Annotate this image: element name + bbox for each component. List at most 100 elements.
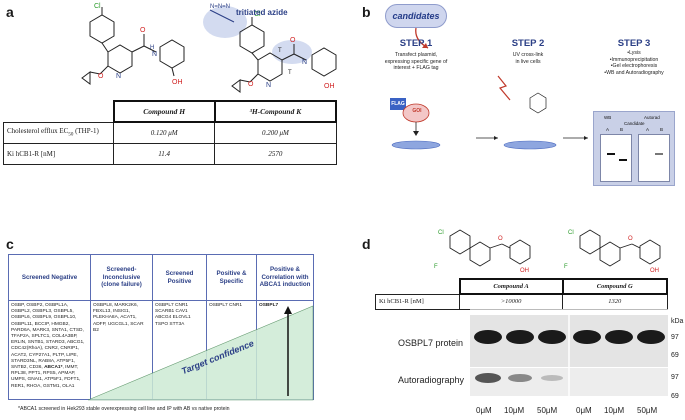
svg-text:H: H (150, 45, 154, 51)
conc-label: 50μM (537, 406, 558, 415)
panel-c-table: Screened Negative Screened-Inconclusive … (8, 254, 314, 400)
svg-text:O: O (140, 27, 146, 34)
svg-text:O: O (98, 73, 104, 80)
marker-69-bottom: 69 (671, 393, 679, 400)
col-header-inconclusive: Screened-Inconclusive (clone failure) (90, 254, 153, 301)
svg-text:O: O (290, 37, 296, 44)
table-d-row-label: Ki hCB1-R [nM] (375, 293, 460, 310)
gel-lane-b-autorad: B (660, 127, 664, 132)
panel-b-workflow (390, 28, 588, 150)
step1-title: STEP 1 (399, 38, 433, 49)
svg-text:OH: OH (520, 268, 529, 274)
candidates-pill: candidates (385, 4, 447, 28)
ki-value-h: 11.4 (112, 142, 216, 165)
panel-label-c: c (6, 236, 14, 252)
col-header-screened-positive: Screened Positive (152, 254, 207, 301)
gel-diagram: WB Autorad Candidate A B A B (593, 111, 675, 186)
marker-69-top: 69 (671, 352, 679, 359)
step2-description: UV cross-link in live cells (512, 52, 544, 65)
table-d-header-a: Compound A (458, 278, 564, 295)
col-cell-positive: OSBPL7 CNR1 SCARB1 CAV1 ABCG4 ELOVL1 TSP… (152, 300, 207, 400)
table-a-header-h: Compound H (112, 100, 216, 123)
svg-text:Cl: Cl (568, 230, 574, 236)
row-label-ki: Ki hCB1-R [nM] (3, 142, 114, 165)
autoradiography-blot (470, 368, 668, 396)
col-cell-inconclusive: OSBPL8, MARK2K6, FBXL13, INSIG1, PLEKHA8… (90, 300, 153, 400)
svg-text:N: N (266, 82, 271, 89)
step1-description: Transfect plasmid, expressing specific g… (384, 52, 448, 71)
conc-label: 10μM (604, 406, 625, 415)
step3-title: STEP 3 (617, 38, 651, 49)
table-a-corner (3, 101, 114, 123)
panel-c-footnote: *ABCA1 screened in Hek293 stable overexp… (18, 406, 230, 412)
conc-label: 50μM (637, 406, 658, 415)
conc-label: 10μM (504, 406, 525, 415)
panel-a-structures: Cl O N H N O OH Cl O N N O OH T T N=N=N (81, 3, 337, 93)
col-cell-negative: OSBP, OSBP2, OSBPL1A, OSBPL2, OSBPL3, OS… (8, 300, 91, 400)
conc-label: 0μM (476, 406, 492, 415)
svg-text:O: O (248, 81, 254, 88)
svg-text:T: T (278, 48, 282, 54)
ki-value-g: 1320 (562, 293, 668, 310)
panel-a-table: Compound H ³H-Compound K Cholesterol eff… (3, 100, 338, 165)
gel-candidate-label: Candidate (624, 121, 645, 126)
svg-text:T: T (288, 70, 292, 76)
col-header-positive-specific: Positive & Specific (206, 254, 257, 301)
conc-label: 0μM (576, 406, 592, 415)
panel-label-a: a (6, 4, 14, 20)
table-row: Ki hCB1-R [nM] 11.4 2570 (3, 142, 337, 165)
table-row: Cholesterol efflux EC50 (THP-1) 0.120 μM… (3, 121, 337, 144)
table-d-corner (376, 279, 460, 294)
gel-autorad-lane (638, 134, 670, 182)
svg-text:Cl: Cl (94, 3, 101, 10)
efflux-value-k: 0.200 μM (214, 121, 337, 144)
table-d-header-g: Compound G (561, 278, 669, 295)
svg-text:F: F (564, 264, 568, 270)
svg-text:N: N (152, 51, 157, 58)
gel-wb-lane (600, 134, 632, 182)
svg-text:N: N (302, 59, 307, 66)
step2-cell-plate (497, 75, 557, 150)
svg-text:O: O (498, 236, 503, 242)
marker-97-top: 97 (671, 334, 679, 341)
svg-text:OH: OH (324, 83, 335, 90)
svg-text:N=N=N: N=N=N (210, 4, 230, 10)
osbpl7-blot (470, 315, 668, 367)
ki-value-k: 2570 (214, 142, 337, 165)
ki-value-a: >10000 (458, 293, 564, 310)
svg-text:Cl: Cl (438, 230, 444, 236)
svg-text:OH: OH (172, 79, 183, 86)
efflux-value-h: 0.120 μM (112, 121, 216, 144)
kda-label: kDa (671, 318, 684, 325)
table-a-header-k: ³H-Compound K (213, 100, 338, 123)
panel-d-table: Compound A Compound G Ki hCB1-R [nM] >10… (375, 278, 669, 310)
svg-text:Cl: Cl (254, 11, 261, 18)
gel-lane-a-autorad: A (646, 127, 650, 132)
svg-text:OH: OH (650, 268, 659, 274)
gel-lane-b-wb: B (620, 127, 624, 132)
row-label-efflux: Cholesterol efflux EC50 (THP-1) (3, 121, 114, 144)
panel-label-d: d (362, 236, 371, 252)
panel-label-b: b (362, 4, 371, 20)
compound-k-structure (203, 6, 337, 93)
gel-wb-label: WB (604, 115, 612, 120)
svg-text:O: O (628, 236, 633, 242)
step1-cell-plate (390, 98, 441, 150)
step2-title: STEP 2 (511, 38, 545, 49)
compound-h-structure (81, 7, 185, 85)
goi-label: GOI (412, 108, 422, 114)
gel-autorad-label: Autorad (644, 115, 660, 120)
marker-97-bottom: 97 (671, 374, 679, 381)
gel-lane-a-wb: A (606, 127, 610, 132)
col-header-screened-negative: Screened Negative (8, 254, 91, 301)
blot-label-osbpl7: OSBPL7 protein (398, 338, 464, 348)
flag-label: FLAG (391, 101, 405, 107)
panel-d-structures: Cl Cl F F O O OH OH (434, 229, 661, 274)
table-row: Ki hCB1-R [nM] >10000 1320 (375, 293, 668, 310)
blot-label-autoradiography: Autoradiography (398, 375, 465, 385)
col-cell-correlation: OSBPL7 (256, 300, 314, 400)
col-header-positive-correlation: Positive & Correlation with ABCA1 induct… (256, 254, 314, 301)
svg-text:F: F (434, 264, 438, 270)
svg-text:N: N (116, 73, 121, 80)
tritiated-azide-annotation: tritiated azide (236, 8, 288, 17)
